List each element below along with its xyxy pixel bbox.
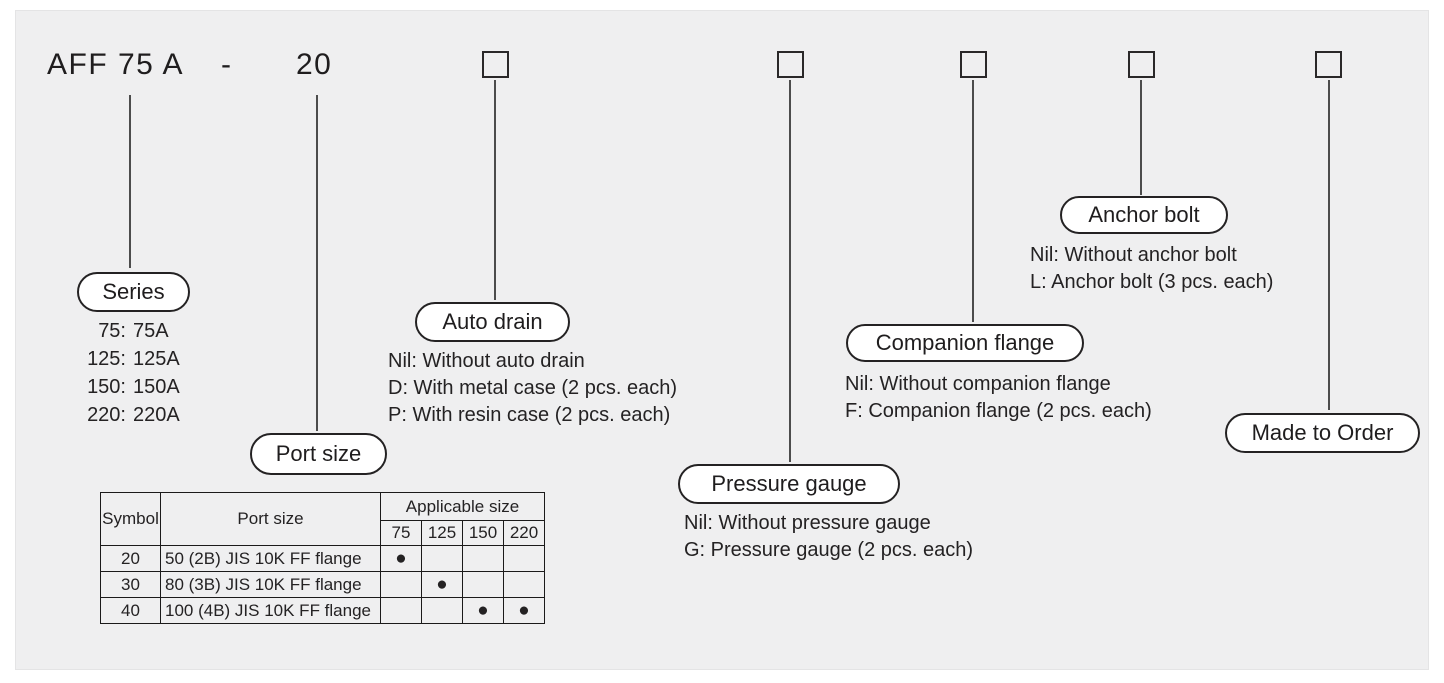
connector-line-port-size: [316, 95, 318, 431]
applicable-dot: [462, 571, 504, 598]
auto-drain-option: Nil: Without auto drain: [388, 350, 585, 372]
applicable-dot: ●: [380, 545, 422, 572]
applicable-dot: ●: [421, 571, 463, 598]
applicable-dot: [503, 545, 545, 572]
connector-line-series: [129, 95, 131, 268]
series-option-desc: 125A: [133, 348, 180, 370]
table-cell-port-size: 80 (3B) JIS 10K FF flange: [160, 571, 381, 598]
series-option: 150: 150A: [80, 373, 180, 401]
applicable-dot: [380, 571, 422, 598]
series-option: 220: 220A: [80, 401, 180, 429]
series-option: 75: 75A: [80, 317, 180, 345]
table-cell-symbol: 30: [100, 571, 161, 598]
table-cell-symbol: 40: [100, 597, 161, 624]
series-option-code: 150:: [87, 376, 126, 398]
companion-flange-option: Nil: Without companion flange: [845, 373, 1111, 395]
pressure-gauge-option: Nil: Without pressure gauge: [684, 512, 931, 534]
option-box-pressure-gauge: [777, 51, 804, 78]
option-box-anchor-bolt: [1128, 51, 1155, 78]
anchor-bolt-option: Nil: Without anchor bolt: [1030, 244, 1237, 266]
series-option-desc: 220A: [133, 404, 180, 426]
pill-made-to-order: Made to Order: [1225, 413, 1420, 453]
model-code-prefix: AFF 75 A: [47, 48, 185, 81]
table-header-size-125: 125: [421, 520, 463, 546]
series-option-code: 220:: [87, 404, 126, 426]
applicable-dot: ●: [503, 597, 545, 624]
series-option-code: 125:: [87, 348, 126, 370]
companion-flange-options: Nil: Without companion flange F: Compani…: [845, 371, 1152, 425]
series-option-desc: 75A: [133, 320, 169, 342]
table-cell-port-size: 50 (2B) JIS 10K FF flange: [160, 545, 381, 572]
series-option-code: 75:: [98, 320, 126, 342]
option-box-auto-drain: [482, 51, 509, 78]
option-box-made-to-order: [1315, 51, 1342, 78]
table-header-applicable-size: Applicable size: [380, 492, 545, 521]
applicable-dot: [380, 597, 422, 624]
model-code-port: 20: [296, 48, 333, 81]
table-header-symbol: Symbol: [100, 492, 161, 546]
connector-line-auto-drain: [494, 80, 496, 300]
auto-drain-options: Nil: Without auto drain D: With metal ca…: [388, 348, 677, 429]
pill-companion-flange: Companion flange: [846, 324, 1084, 362]
anchor-bolt-options: Nil: Without anchor bolt L: Anchor bolt …: [1030, 242, 1273, 296]
table-header-port-size: Port size: [160, 492, 381, 546]
pill-port-size: Port size: [250, 433, 387, 475]
series-options: 75: 75A 125: 125A 150: 150A 220: 220A: [80, 317, 180, 429]
pill-series: Series: [77, 272, 190, 312]
table-row: 20 50 (2B) JIS 10K FF flange ●: [100, 545, 545, 572]
table-header-size-150: 150: [462, 520, 504, 546]
series-option: 125: 125A: [80, 345, 180, 373]
pressure-gauge-options: Nil: Without pressure gauge G: Pressure …: [684, 510, 973, 564]
pill-anchor-bolt: Anchor bolt: [1060, 196, 1228, 234]
companion-flange-option: F: Companion flange (2 pcs. each): [845, 400, 1152, 422]
pill-pressure-gauge: Pressure gauge: [678, 464, 900, 504]
pressure-gauge-option: G: Pressure gauge (2 pcs. each): [684, 539, 974, 561]
auto-drain-option: D: With metal case (2 pcs. each): [388, 377, 677, 399]
port-size-table: Symbol Port size Applicable size 75 125 …: [100, 492, 545, 624]
applicable-dot: ●: [462, 597, 504, 624]
anchor-bolt-option: L: Anchor bolt (3 pcs. each): [1030, 271, 1274, 293]
connector-line-companion-flange: [972, 80, 974, 322]
applicable-dot: [421, 545, 463, 572]
option-box-companion-flange: [960, 51, 987, 78]
connector-line-anchor-bolt: [1140, 80, 1142, 195]
applicable-dot: [503, 571, 545, 598]
table-header-size-75: 75: [380, 520, 422, 546]
model-code-separator: -: [221, 48, 233, 81]
auto-drain-option: P: With resin case (2 pcs. each): [388, 404, 671, 426]
connector-line-pressure-gauge: [789, 80, 791, 462]
table-row: 30 80 (3B) JIS 10K FF flange ●: [100, 571, 545, 598]
table-cell-symbol: 20: [100, 545, 161, 572]
table-row: 40 100 (4B) JIS 10K FF flange ● ●: [100, 597, 545, 624]
applicable-dot: [462, 545, 504, 572]
table-cell-port-size: 100 (4B) JIS 10K FF flange: [160, 597, 381, 624]
table-header-size-220: 220: [503, 520, 545, 546]
applicable-dot: [421, 597, 463, 624]
connector-line-made-to-order: [1328, 80, 1330, 410]
pill-auto-drain: Auto drain: [415, 302, 570, 342]
series-option-desc: 150A: [133, 376, 180, 398]
